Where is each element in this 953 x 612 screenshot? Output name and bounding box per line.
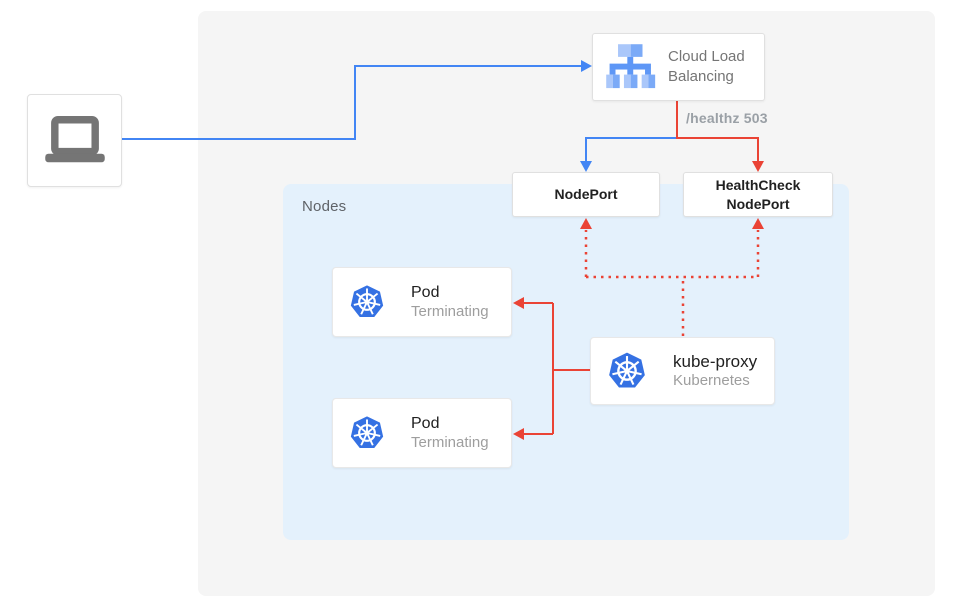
healthz-annotation: /healthz 503	[686, 110, 768, 126]
client-laptop-card	[27, 94, 122, 187]
kubernetes-icon	[349, 415, 385, 450]
pod-status: Terminating	[411, 302, 489, 320]
cloud-load-balancing-label: Cloud Load Balancing	[668, 47, 745, 85]
nodes-group-label: Nodes	[302, 198, 347, 215]
kubernetes-icon	[349, 284, 385, 319]
laptop-icon	[44, 115, 105, 162]
pod-title: Pod	[411, 414, 440, 432]
kube-proxy-subtitle: Kubernetes	[673, 372, 750, 390]
kube-proxy-title: kube-proxy	[673, 352, 758, 371]
pod-terminating-card-2: Pod Terminating	[332, 398, 512, 468]
kube-proxy-card: kube-proxy Kubernetes	[590, 337, 775, 405]
kubernetes-icon	[607, 351, 647, 389]
healthcheck-nodeport-card: HealthCheck NodePort	[683, 172, 833, 217]
pod-terminating-card-1: Pod Terminating	[332, 267, 512, 337]
pod-status: Terminating	[411, 433, 489, 451]
cloud-load-balancing-icon	[606, 44, 656, 89]
cloud-load-balancing-card: Cloud Load Balancing	[592, 33, 765, 101]
pod-title: Pod	[411, 283, 440, 301]
nodeport-card: NodePort	[512, 172, 660, 217]
